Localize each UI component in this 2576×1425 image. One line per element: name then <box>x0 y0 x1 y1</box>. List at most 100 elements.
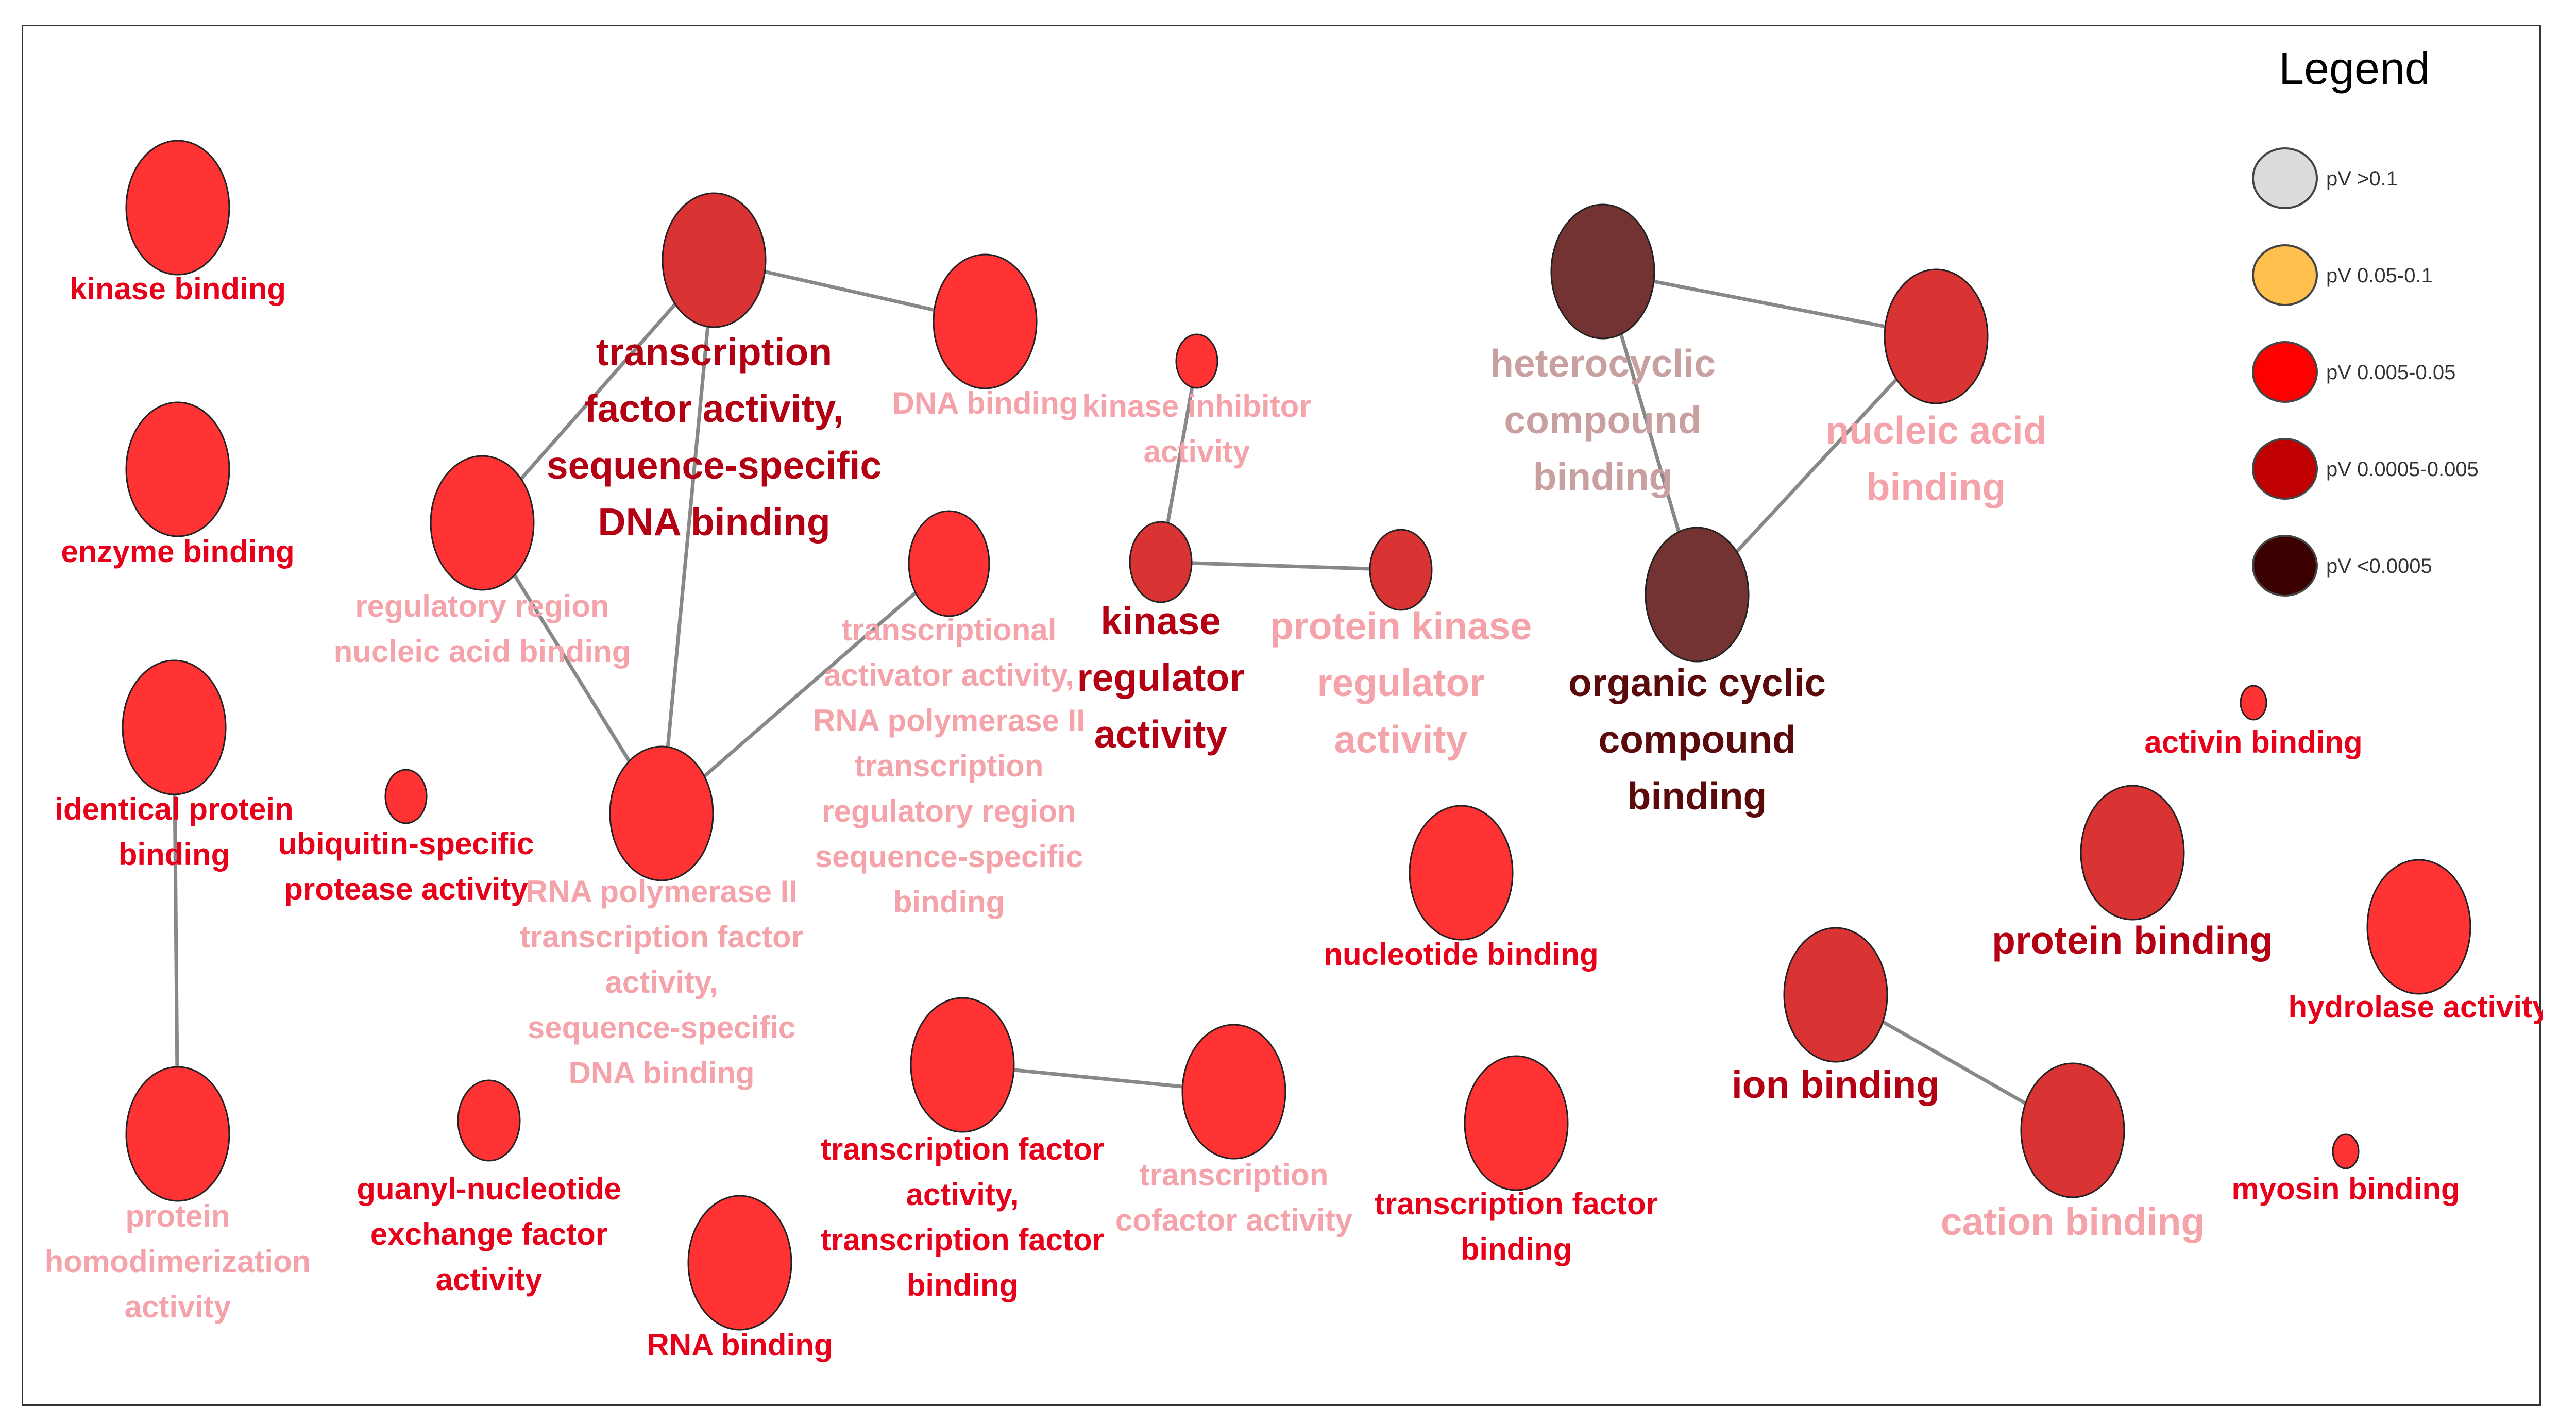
node-kinase-inhibitor-activity[interactable]: kinase inhibitor activity <box>1082 333 1311 469</box>
node-label-line: transcription factor <box>520 920 803 954</box>
node-label-line: compound <box>1504 398 1701 442</box>
node-label-line: activity <box>1334 718 1468 761</box>
node-circle-rna-binding[interactable] <box>687 1195 792 1331</box>
node-cation-binding[interactable]: cation binding <box>1941 1062 2205 1243</box>
node-label-line: regulator <box>1077 656 1244 699</box>
node-kinase-binding[interactable]: kinase binding <box>70 140 286 306</box>
node-circle-hydrolase-activity[interactable] <box>2366 859 2471 995</box>
node-label-line: ubiquitin-specific <box>278 826 534 861</box>
node-nucleotide-binding[interactable]: nucleotide binding <box>1324 805 1599 972</box>
node-label-line: kinase binding <box>70 272 286 306</box>
legend-label: pV >0.1 <box>2326 167 2398 190</box>
node-circle-transcriptional-activator-activity[interactable] <box>908 510 990 617</box>
node-circle-transcription-factor-activity-transcription-factor-binding[interactable] <box>910 997 1015 1133</box>
edge-kinase-regulator-activity--protein-kinase-regulator-activity <box>1160 560 1401 572</box>
node-circle-nucleic-acid-binding[interactable] <box>1884 268 1989 404</box>
node-circle-cation-binding[interactable] <box>2020 1062 2125 1198</box>
node-label-kinase-inhibitor-activity: kinase inhibitor activity <box>1082 389 1311 469</box>
node-circle-ubiquitin-specific-protease-activity[interactable] <box>384 769 428 824</box>
node-circle-enzyme-binding[interactable] <box>125 401 230 537</box>
node-label-line: DNA binding <box>598 500 830 544</box>
edge-identical-protein-binding--protein-homodimerization-activity <box>172 727 180 1134</box>
node-circle-heterocyclic-compound-binding[interactable] <box>1550 203 1655 340</box>
node-dna-binding[interactable]: DNA binding <box>892 253 1078 420</box>
node-identical-protein-binding[interactable]: identical protein binding <box>55 659 294 872</box>
node-enzyme-binding[interactable]: enzyme binding <box>61 401 295 569</box>
node-label-line: transcription factor <box>821 1132 1104 1166</box>
node-circle-organic-cyclic-compound-binding[interactable] <box>1645 527 1750 663</box>
node-label-nucleotide-binding: nucleotide binding <box>1324 937 1598 972</box>
node-label-line: activity <box>1094 712 1228 756</box>
legend-label: pV <0.0005 <box>2326 555 2432 578</box>
node-label-line: transcriptional <box>842 613 1057 647</box>
node-circle-myosin-binding[interactable] <box>2332 1133 2360 1169</box>
node-activin-binding[interactable]: activin binding <box>2144 685 2363 759</box>
node-ubiquitin-specific-protease-activity[interactable]: ubiquitin-specific protease activity <box>278 769 534 906</box>
node-circle-kinase-regulator-activity[interactable] <box>1129 521 1193 603</box>
legend-label: pV 0.05-0.1 <box>2326 264 2433 287</box>
node-circle-protein-binding[interactable] <box>2080 785 2185 921</box>
node-label-rna-binding: RNA binding <box>647 1328 833 1362</box>
legend-item: pV <0.0005 <box>2252 535 2432 597</box>
node-label-line: kinase inhibitor <box>1082 389 1311 423</box>
node-label-line: DNA binding <box>568 1056 754 1090</box>
node-ion-binding[interactable]: ion binding <box>1732 927 1940 1106</box>
node-circle-rna-polymerase-ii-transcription-factor-activity[interactable] <box>609 745 714 881</box>
node-circle-kinase-binding[interactable] <box>125 140 230 276</box>
node-myosin-binding[interactable]: myosin binding <box>2231 1133 2460 1206</box>
node-circle-transcription-factor-binding[interactable] <box>1464 1055 1569 1191</box>
node-label-line: binding <box>893 885 1005 919</box>
node-label-myosin-binding: myosin binding <box>2231 1172 2460 1206</box>
node-protein-binding[interactable]: protein binding <box>1992 785 2273 962</box>
node-circle-protein-kinase-regulator-activity[interactable] <box>1369 529 1433 611</box>
node-label-line: identical protein <box>55 792 293 826</box>
node-circle-activin-binding[interactable] <box>2240 685 2267 721</box>
node-circle-guanyl-nucleotide-exchange-factor-activity[interactable] <box>457 1079 521 1162</box>
legend-item: pV 0.0005-0.005 <box>2252 438 2479 500</box>
legend-swatch <box>2252 341 2318 403</box>
node-label-line: binding <box>118 837 230 872</box>
legend-swatch <box>2252 244 2318 306</box>
node-circle-identical-protein-binding[interactable] <box>122 659 227 795</box>
node-label-line: sequence-specific <box>528 1010 795 1045</box>
node-label-line: myosin binding <box>2231 1172 2460 1206</box>
node-circle-nucleotide-binding[interactable] <box>1409 805 1514 941</box>
node-label-enzyme-binding: enzyme binding <box>61 534 294 569</box>
node-circle-transcription-factor-activity-sequence-specific-dna-binding[interactable] <box>662 192 767 328</box>
node-circle-dna-binding[interactable] <box>933 253 1038 389</box>
node-label-ion-binding: ion binding <box>1732 1063 1940 1106</box>
node-hydrolase-activity[interactable]: hydrolase activity <box>2289 859 2543 1024</box>
node-label-line: protease activity <box>284 872 528 906</box>
node-label-line: homodimerization <box>45 1244 311 1279</box>
node-circle-transcription-cofactor-activity[interactable] <box>1181 1024 1286 1160</box>
node-rna-binding[interactable]: RNA binding <box>647 1195 833 1362</box>
node-circle-kinase-inhibitor-activity[interactable] <box>1175 333 1218 389</box>
node-label-line: activity <box>1144 434 1250 469</box>
node-label-line: transcription factor <box>821 1223 1104 1257</box>
node-circle-ion-binding[interactable] <box>1783 927 1888 1063</box>
node-circle-regulatory-region-nucleic-acid-binding[interactable] <box>430 455 535 591</box>
node-label-activin-binding: activin binding <box>2144 725 2362 759</box>
node-circle-protein-homodimerization-activity[interactable] <box>125 1066 230 1202</box>
node-label-line: guanyl-nucleotide <box>357 1172 621 1206</box>
